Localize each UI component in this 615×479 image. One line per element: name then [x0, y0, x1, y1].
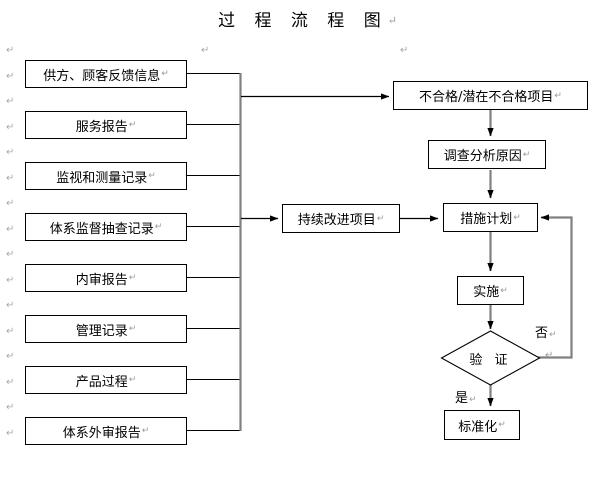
- pilcrow-icon: ↵: [128, 324, 137, 334]
- verify-decision-diamond[interactable]: 验 证: [440, 330, 541, 386]
- input-box-4[interactable]: 体系监督抽查记录↵: [25, 213, 187, 241]
- input-box-5[interactable]: 内审报告↵: [25, 264, 187, 292]
- action-plan-label: 措施计划: [460, 212, 513, 227]
- action-plan-box[interactable]: 措施计划↵: [443, 203, 538, 232]
- edge-label-yes-text: 是: [455, 391, 469, 406]
- continuous-improvement-label: 持续改进项目: [297, 213, 376, 228]
- pilcrow-icon: ↵: [128, 120, 137, 130]
- input-box-1[interactable]: 供方、顾客反馈信息↵: [25, 60, 187, 88]
- pilcrow-icon: ↵: [201, 45, 210, 56]
- input-box-8-label: 体系外审报告: [62, 425, 141, 441]
- analyze-cause-box[interactable]: 调查分析原因↵: [428, 140, 546, 169]
- pilcrow-icon: ↵: [161, 69, 169, 79]
- pilcrow-icon: ↵: [513, 212, 521, 223]
- implement-box[interactable]: 实施↵: [457, 276, 524, 305]
- input-box-4-label: 体系监督抽查记录: [49, 221, 154, 237]
- pilcrow-icon: ↵: [6, 376, 15, 388]
- input-box-6-label: 管理记录: [75, 323, 128, 339]
- input-stub-lines: [187, 72, 240, 432]
- pilcrow-icon: ↵: [6, 223, 15, 235]
- standardize-label: 标准化: [458, 419, 498, 435]
- input-box-1-label: 供方、顾客反馈信息: [43, 68, 161, 84]
- edge-label-no: 否↵: [535, 322, 557, 341]
- pilcrow-icon: ↵: [498, 420, 506, 430]
- nonconformity-label: 不合格/潜在不合格项目: [419, 90, 554, 105]
- input-box-7[interactable]: 产品过程↵: [25, 366, 187, 394]
- pilcrow-icon: ↵: [148, 171, 156, 181]
- pilcrow-icon: ↵: [6, 147, 15, 158]
- continuous-improvement-box[interactable]: 持续改进项目↵: [282, 204, 400, 233]
- pilcrow-icon: ↵: [500, 285, 508, 296]
- edge-label-yes: 是↵: [455, 387, 477, 406]
- pilcrow-icon: ↵: [141, 426, 150, 436]
- verify-label-wrap: 验 证: [440, 330, 541, 386]
- verify-label: 验 证: [469, 352, 512, 368]
- page-title: 过 程 流 程 图↵: [0, 6, 615, 31]
- input-box-7-label: 产品过程: [75, 374, 128, 390]
- pilcrow-icon: ↵: [6, 96, 15, 107]
- pilcrow-icon: ↵: [400, 45, 409, 56]
- pilcrow-icon: ↵: [554, 90, 562, 101]
- pilcrow-icon: ↵: [6, 427, 15, 439]
- nonconformity-box[interactable]: 不合格/潜在不合格项目↵: [393, 81, 588, 110]
- pilcrow-icon: ↵: [376, 213, 385, 224]
- input-box-5-label: 内审报告: [75, 272, 128, 288]
- pilcrow-icon: ↵: [522, 149, 531, 160]
- pilcrow-icon: ↵: [6, 402, 15, 413]
- pilcrow-icon: ↵: [154, 222, 163, 232]
- analyze-cause-label: 调查分析原因: [443, 149, 522, 164]
- pilcrow-icon: ↵: [6, 45, 15, 56]
- input-box-3-label: 监视和测量记录: [56, 170, 148, 186]
- edge-label-no-text: 否: [535, 326, 549, 341]
- pilcrow-icon: ↵: [6, 198, 15, 209]
- page-title-text: 过 程 流 程 图: [218, 11, 388, 31]
- implement-label: 实施: [473, 285, 500, 300]
- pilcrow-icon: ↵: [6, 172, 15, 184]
- pilcrow-icon: ↵: [6, 70, 15, 82]
- pilcrow-icon: ↵: [387, 14, 397, 27]
- input-box-3[interactable]: 监视和测量记录↵: [25, 162, 187, 190]
- pilcrow-icon: ↵: [6, 274, 15, 286]
- pilcrow-icon: ↵: [469, 395, 477, 405]
- pilcrow-icon: ↵: [6, 325, 15, 337]
- pilcrow-icon: ↵: [6, 351, 15, 362]
- pilcrow-icon: ↵: [6, 249, 15, 260]
- diamond-shape-icon: [440, 330, 541, 386]
- pilcrow-icon: ↵: [128, 273, 137, 283]
- pilcrow-icon: ↵: [128, 375, 137, 385]
- pilcrow-icon: ↵: [545, 350, 554, 361]
- pilcrow-icon: ↵: [6, 300, 15, 311]
- pilcrow-icon: ↵: [6, 121, 15, 133]
- standardize-box[interactable]: 标准化↵: [444, 410, 520, 440]
- pilcrow-icon: ↵: [549, 330, 557, 340]
- input-box-6[interactable]: 管理记录↵: [25, 315, 187, 343]
- input-box-2[interactable]: 服务报告↵: [25, 111, 187, 139]
- input-box-2-label: 服务报告: [75, 119, 128, 135]
- input-box-8[interactable]: 体系外审报告↵: [25, 417, 187, 445]
